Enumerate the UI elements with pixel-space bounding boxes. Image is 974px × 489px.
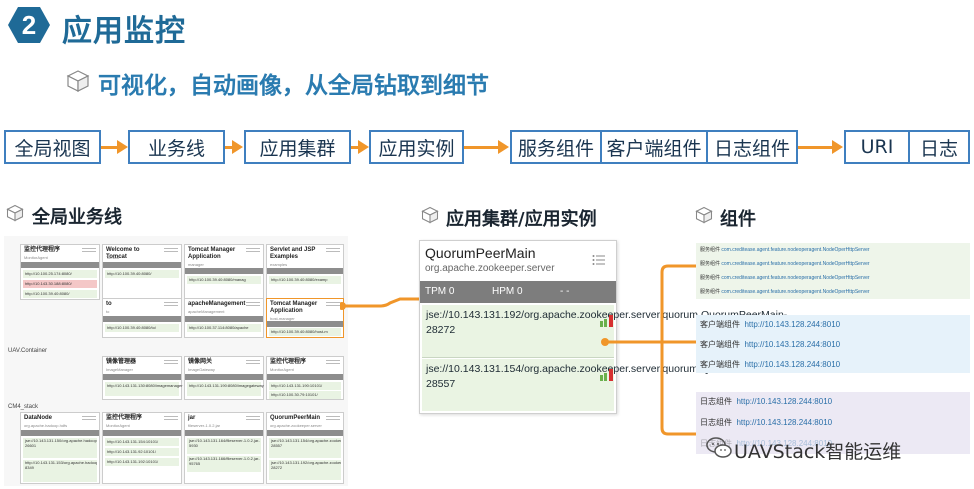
flow-uri: URI [844, 130, 910, 164]
section-subtitle: 可视化，自动画像，从全局钻取到细节 [98, 73, 489, 99]
app-card[interactable]: QuorumPeerMain org.apache.zookeeper.serv… [266, 412, 344, 484]
watermark-text: UAVStack智能运维 [734, 441, 902, 463]
flow-global-view: 全局视图 [4, 130, 101, 164]
metrics-bar: TPM 0 HPM 0 - - [420, 281, 616, 303]
metric-dash: - - [560, 286, 570, 297]
instance-row[interactable]: jse://10.143.131.192/org.apache.zookeepe… [422, 305, 787, 357]
flow-business-line: 业务线 [128, 130, 225, 164]
app-card[interactable]: Tomcat Manager Application manager http:… [184, 244, 264, 300]
log-component-row[interactable]: 日志组件 http://10.143.128.244:8010 [700, 418, 833, 427]
list-icon[interactable] [592, 253, 606, 267]
app-card[interactable]: jar fileserver-1.0.2.jar jse://10.143.13… [184, 412, 264, 484]
status-bars-icon [600, 369, 613, 381]
flow-arrow-head [117, 140, 128, 154]
section-number-hexagon: 2 [8, 7, 50, 43]
business-line-dashboard: UAV.Container CM4_stack 监控代理程序 MonitorAg… [4, 236, 348, 486]
flow-app-instance: 应用实例 [369, 130, 464, 164]
log-component-row[interactable]: 日志组件 http://10.143.128.244:8010 [700, 397, 833, 406]
section-number: 2 [22, 10, 36, 40]
row-divider [422, 357, 614, 358]
cube-icon [66, 70, 90, 92]
flow-log: 日志 [908, 130, 970, 164]
app-card[interactable]: DataNode org.apache.hadoop.hdfs jse://10… [20, 412, 100, 484]
cluster-package: org.apache.zookeeper.server [425, 263, 555, 274]
client-component-row[interactable]: 客户端组件 http://10.143.128.244:8010 [700, 360, 841, 369]
app-card[interactable]: 镜像管理器 ImageManager http://10.143.131.130… [102, 356, 183, 400]
label-cluster-instance: 应用集群/应用实例 [446, 209, 597, 230]
flow-arrow [464, 146, 500, 149]
flow-arrow-head [832, 140, 843, 154]
flow-arrow-head [232, 140, 243, 154]
flow-app-cluster: 应用集群 [244, 130, 351, 164]
service-component-row[interactable]: 服务组件 com.creditease.agent.feature.nodeop… [700, 247, 870, 253]
connector-line [340, 297, 424, 310]
app-card[interactable]: Servlet and JSP Examples examples http:/… [266, 244, 344, 300]
flow-arrow [798, 146, 834, 149]
log-component-row[interactable]: 日志组件 http://10.143.128.244:8010 [700, 439, 833, 448]
flow-log-component: 日志组件 [706, 130, 798, 164]
service-component-list: 服务组件 com.creditease.agent.feature.nodeop… [696, 243, 970, 299]
flow-arrow-head [358, 140, 369, 154]
client-component-row[interactable]: 客户端组件 http://10.143.128.244:8010 [700, 340, 841, 349]
app-card[interactable]: 监控代理程序 MonitorAgent http://10.143.131.15… [102, 412, 182, 484]
flow-arrow [101, 146, 119, 149]
cluster-title: QuorumPeerMain [425, 245, 536, 261]
app-card[interactable]: apacheManagement apacheManagement http:/… [184, 298, 264, 338]
app-card[interactable]: 监控代理程序 MonitorAgent http://10.100.25.174… [20, 244, 100, 300]
instance-row[interactable]: jse://10.143.131.154/org.apache.zookeepe… [422, 359, 787, 411]
group-label: UAV.Container [8, 348, 48, 354]
cube-icon [421, 206, 439, 224]
flow-service-component: 服务组件 [510, 130, 602, 164]
cluster-instance-panel: QuorumPeerMain org.apache.zookeeper.serv… [419, 240, 787, 414]
service-component-row[interactable]: 服务组件 com.creditease.agent.feature.nodeop… [700, 261, 870, 267]
wechat-icon [706, 437, 732, 458]
label-global-business-line: 全局业务线 [32, 207, 122, 228]
flow-arrow [225, 146, 234, 149]
app-card[interactable]: 镜像网关 ImageGateway http://10.143.131.190:… [184, 356, 264, 400]
service-component-row[interactable]: 服务组件 com.creditease.agent.feature.nodeop… [700, 275, 870, 281]
status-bars-icon [600, 315, 613, 327]
service-component-row[interactable]: 服务组件 com.creditease.agent.feature.nodeop… [700, 289, 870, 295]
tpm-value: TPM 0 [425, 286, 455, 297]
component-connectors [601, 264, 696, 436]
hpm-value: HPM 0 [492, 286, 523, 297]
group-label: CM4_stack [8, 404, 39, 410]
app-card-selected[interactable]: Tomcat Manager Application host-manager … [266, 298, 344, 338]
app-card[interactable]: Welcome to Tomcat Tomcat http://10.100.3… [102, 244, 182, 300]
cube-icon [695, 206, 713, 224]
flow-arrow [351, 146, 359, 149]
client-component-list: 客户端组件 http://10.143.128.244:8010 客户端组件 h… [696, 315, 970, 373]
client-component-row[interactable]: 客户端组件 http://10.143.128.244:8010 [700, 320, 841, 329]
flow-client-component: 客户端组件 [600, 130, 708, 164]
flow-arrow-head [498, 140, 509, 154]
cube-icon [6, 204, 24, 222]
app-card[interactable]: 监控代理程序 MonitorAgent http://10.143.131.19… [266, 356, 344, 400]
label-components: 组件 [720, 209, 756, 230]
app-card[interactable]: to to http://10.100.39.40:8080/to/ [102, 298, 182, 338]
log-component-list: 日志组件 http://10.143.128.244:8010 日志组件 htt… [696, 392, 970, 454]
section-title: 应用监控 [62, 14, 186, 49]
